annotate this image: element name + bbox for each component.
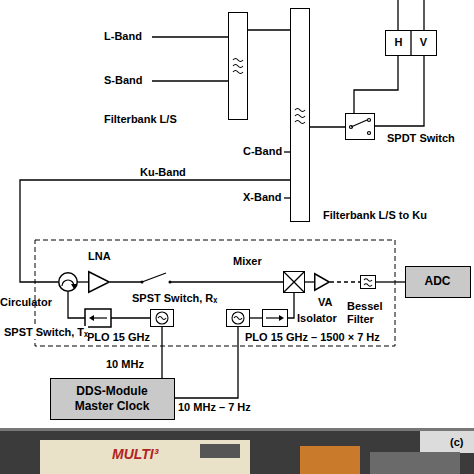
signal-label: S-Band xyxy=(104,74,143,87)
filter-tilde xyxy=(295,121,305,124)
arrow-head xyxy=(89,315,94,321)
node-label: LNA xyxy=(88,250,111,263)
signal-wire xyxy=(250,317,262,318)
signal-wire xyxy=(330,281,360,282)
oscillator-circle xyxy=(156,312,168,324)
photo-background xyxy=(0,428,474,474)
photo-sky xyxy=(420,431,474,453)
signal-label: L-Band xyxy=(104,30,142,43)
switch-blade xyxy=(351,120,367,127)
node-label: Circulator xyxy=(0,296,52,309)
vehicle-part xyxy=(300,446,360,474)
mixer-cross xyxy=(284,272,304,292)
amplifier-symbol: VA xyxy=(314,273,330,291)
adc-box: ADC xyxy=(405,266,471,298)
signal-wire xyxy=(310,126,345,127)
clock-box: DDS-Module Master Clock xyxy=(50,378,175,420)
node-label: DDS-Module Master Clock xyxy=(66,384,158,414)
antenna-feed-line xyxy=(423,0,424,30)
edge-label: 10 MHz xyxy=(106,358,144,371)
signal-wire xyxy=(161,327,162,378)
spdt-switch-symbol xyxy=(350,119,371,135)
node-label: ADC xyxy=(406,274,469,289)
node-label: Isolator xyxy=(297,312,337,325)
signal-wire xyxy=(78,281,88,282)
node-label: PLO 15 GHz xyxy=(87,331,150,344)
filter-tilde xyxy=(233,71,243,74)
signal-label: SPST Switch, Tₓ xyxy=(4,326,88,339)
filter-tilde xyxy=(364,284,372,287)
amplifier-triangle xyxy=(315,274,330,291)
edge-label: Ku-Band xyxy=(140,166,186,179)
node-label: Filterbank L/S xyxy=(104,113,177,126)
signal-wire xyxy=(354,56,398,113)
filter-tilde xyxy=(233,59,243,62)
amplifier-outline xyxy=(88,271,110,293)
filterbank-box: Filterbank L/S to Ku xyxy=(290,8,310,222)
oscillator-tilde xyxy=(158,317,166,320)
receiver-module-outline xyxy=(35,240,395,346)
node-label: Filterbank L/S to Ku xyxy=(323,209,427,222)
isolator-arrow xyxy=(266,317,280,318)
amplifier-triangle xyxy=(89,272,110,293)
cell-divider xyxy=(410,30,411,56)
circulator-outline xyxy=(58,272,78,292)
antenna-feed-line xyxy=(397,0,398,30)
spst-rx-switch-symbol xyxy=(141,273,172,284)
switch-contact xyxy=(169,281,172,284)
signal-wire xyxy=(375,56,424,126)
signal-wire xyxy=(20,180,290,282)
amplifier-outline xyxy=(314,273,330,291)
node-label: V xyxy=(411,36,436,49)
signal-label: X-Band xyxy=(243,191,282,204)
node-label: PLO 15 GHz – 1500 × 7 Hz xyxy=(245,331,380,344)
filter-tilde xyxy=(295,109,305,112)
signal-wire xyxy=(110,281,283,282)
filter-tilde xyxy=(295,115,305,118)
filter-tilde xyxy=(233,65,243,68)
mixer-line xyxy=(284,272,304,292)
photo-edge xyxy=(0,428,474,431)
signal-label: SPST Switch, Rₓ xyxy=(132,292,217,305)
photo-text: MULTI³ xyxy=(112,446,158,462)
filter-symbols xyxy=(233,59,372,287)
node-label: Bessel Filter xyxy=(347,300,393,326)
signal-wire xyxy=(288,293,294,318)
node-label: SPDT Switch xyxy=(387,132,455,145)
oscillator-circle xyxy=(232,312,244,324)
signal-wire xyxy=(248,29,290,30)
circulator-symbol: Circulator xyxy=(58,272,78,292)
filter-tilde xyxy=(364,279,372,282)
filter-symbol: Bessel Filter xyxy=(360,275,376,289)
node-label: H xyxy=(386,36,411,49)
isolator-arrow xyxy=(92,317,107,318)
mixer-line xyxy=(284,272,304,292)
signal-wire xyxy=(305,281,314,282)
vehicle-body xyxy=(40,440,250,474)
signal-wire xyxy=(376,281,405,282)
arrow-head xyxy=(71,284,77,289)
oscillator-symbols xyxy=(156,312,244,324)
signal-label: C-Band xyxy=(243,145,282,158)
signal-wire xyxy=(175,327,238,398)
arrow-head xyxy=(279,315,284,321)
band-input-line xyxy=(152,36,228,37)
switch-contact xyxy=(368,119,371,122)
amplifier-symbol: LNA xyxy=(88,271,110,293)
vehicle-window xyxy=(200,444,240,458)
band-input-line xyxy=(152,80,228,81)
node-label: VA xyxy=(318,296,332,309)
node-label: Mixer xyxy=(233,255,262,268)
edge-label: 10 MHz – 7 Hz xyxy=(178,401,251,414)
switch-blade xyxy=(142,273,166,282)
circulator-circle xyxy=(59,273,78,292)
switch-contact xyxy=(368,132,371,135)
oscillator-tilde xyxy=(234,317,242,320)
signal-label: (c) xyxy=(450,436,463,449)
isolator-symbol xyxy=(85,309,111,327)
vehicle-part xyxy=(370,452,460,474)
